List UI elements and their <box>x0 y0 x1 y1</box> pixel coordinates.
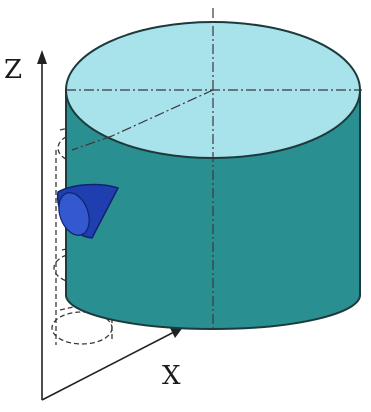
construction-lines <box>66 8 362 330</box>
x-axis-line <box>41 329 179 401</box>
x-axis-label: X <box>162 361 181 391</box>
cutting-tool <box>56 183 120 239</box>
z-axis-label: Z <box>4 55 22 85</box>
radial-construction-line <box>71 135 113 151</box>
radial-construction-line <box>111 89 214 137</box>
z-axis-arrowhead <box>37 50 47 64</box>
tool-cone-base <box>58 192 90 236</box>
